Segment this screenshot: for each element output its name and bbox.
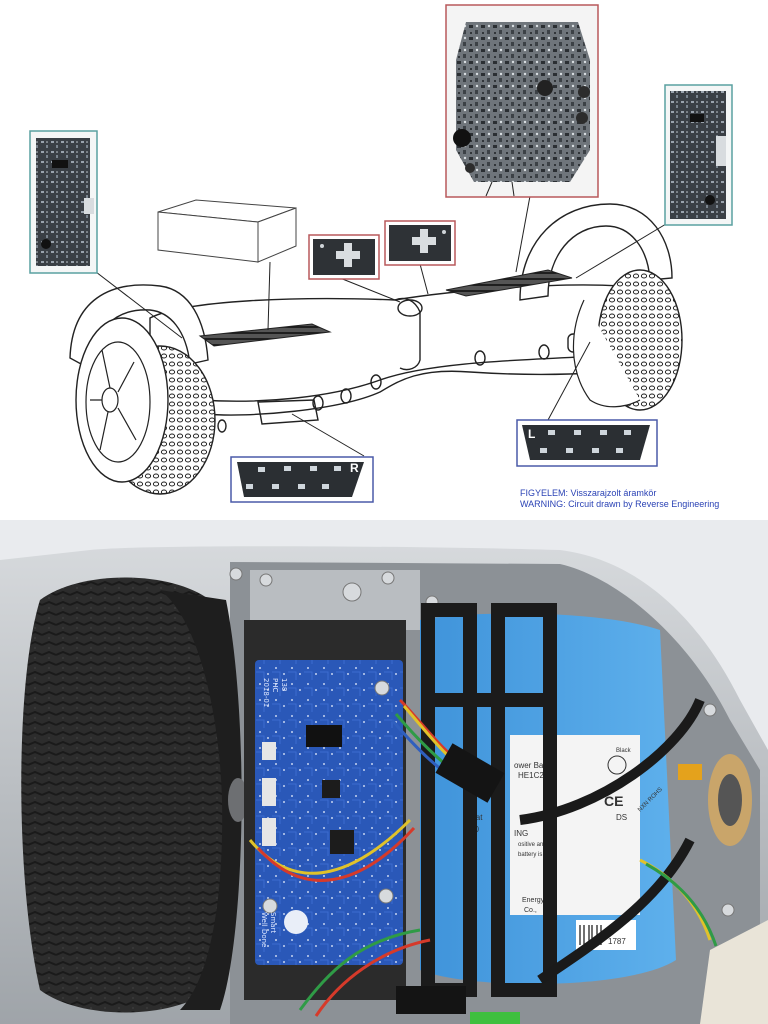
internal-photo-illustration: 138 PHC 2018-01 Well Done Smart 1787 owe… [0, 546, 768, 1024]
jst-connector [262, 742, 276, 760]
screw [229, 567, 243, 581]
pcb-screw [378, 888, 394, 904]
hoverboard-diagram: R L FIGYELEM: Visszarajzolt áramkör WARN… [29, 4, 733, 509]
wheel-axle [228, 778, 248, 822]
left-wheel [75, 317, 216, 495]
left-led-board-thumbnail: L [516, 419, 658, 467]
brand-logo [284, 910, 308, 934]
board-body [149, 284, 679, 433]
pcb-screw [374, 680, 390, 696]
screw [259, 573, 273, 587]
mcu-chip [330, 830, 354, 854]
battery-warning-heading: ING [514, 829, 528, 838]
jst-connector [262, 818, 276, 846]
battery-barcode-number: 1787 [608, 937, 626, 946]
main-board-pcb-thumbnail [445, 4, 599, 198]
left-board-pcb-thumbnail [29, 130, 98, 274]
control-pcb [255, 660, 403, 965]
battery-frame [421, 603, 557, 997]
xt60-connector [678, 764, 702, 780]
jst-connector [262, 778, 276, 806]
right-axle-hole [718, 774, 742, 826]
ce-mark: CE [604, 793, 623, 809]
leader-lines [95, 195, 667, 457]
warning-note-english: WARNING: Circuit drawn by Reverse Engine… [520, 499, 720, 509]
battery-connector [435, 743, 505, 803]
right-sensor-board-thumbnail [384, 220, 456, 266]
hoverboard-line-drawing: R L [29, 4, 733, 503]
right-led-board-thumbnail: R [230, 456, 374, 503]
pcb-connector [306, 725, 342, 747]
battery-maker-co: Co., [524, 907, 537, 914]
right-fender [519, 203, 673, 301]
right-fender-edge [700, 920, 768, 1024]
internal-photo: 138 PHC 2018-01 Well Done Smart 1787 owe… [0, 520, 768, 1024]
left-foot-grip [198, 323, 332, 347]
certification-badge [607, 755, 627, 775]
tire [21, 577, 248, 1013]
battery-box-outline [157, 199, 297, 263]
pcb-brand-b: Smart [269, 912, 277, 933]
led-label-r: R [350, 461, 359, 475]
motor-connector [396, 986, 466, 1014]
right-foot-grip [445, 269, 573, 297]
screw [381, 571, 395, 585]
screw [721, 903, 735, 917]
battery-ds-label: DS [616, 813, 627, 822]
left-sensor-board-thumbnail [308, 234, 380, 280]
battery-warning-line-2: battery is [518, 852, 542, 858]
battery-model: HE1C2 [518, 771, 544, 780]
battery-wire-label: Black [616, 748, 632, 754]
battery-maker: Energy Tec [522, 897, 557, 904]
warning-note-hungarian: FIGYELEM: Visszarajzolt áramkör [520, 488, 657, 498]
green-connector [470, 1012, 520, 1024]
right-board-pcb-thumbnail [664, 84, 733, 226]
imu-chip [322, 780, 340, 798]
aluminum-frame [250, 570, 420, 630]
battery-warning-line: ositive and [518, 842, 547, 848]
wiring-harness [248, 698, 718, 1017]
pcb-date: 2018-01 [262, 678, 270, 707]
pcb-screw [262, 898, 278, 914]
pcb-code: 138 [280, 678, 288, 691]
led-label-l: L [528, 427, 535, 441]
left-fender [69, 284, 209, 372]
screw [342, 582, 362, 602]
pcb-brand-a: Well Done [260, 912, 268, 947]
right-wheel [572, 269, 683, 411]
battery-brand: ower Batte [514, 761, 553, 770]
pcb-phc: PHC [271, 678, 279, 692]
screw [703, 703, 717, 717]
